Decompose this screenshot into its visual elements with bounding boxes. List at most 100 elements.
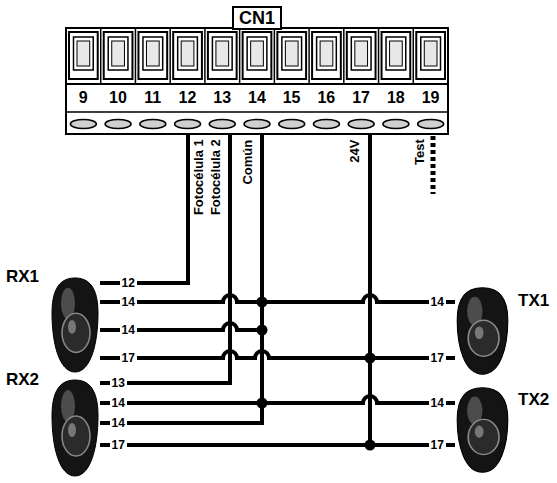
wire (100, 134, 188, 283)
test-dotted-line (431, 136, 436, 194)
wire-bundle (262, 134, 455, 445)
wire (100, 134, 262, 423)
wire-entry-hole (418, 120, 444, 129)
clamp-screw (285, 41, 298, 66)
wire-number: 17 (120, 352, 137, 365)
wire-bundle (100, 134, 370, 445)
wire-entry-hole (175, 120, 201, 129)
wire (370, 134, 455, 445)
device-name: RX2 (6, 371, 39, 390)
lens-highlight (68, 320, 76, 334)
clamp-frame (138, 32, 167, 79)
wire-entry-hole (244, 120, 270, 129)
photocell-body (455, 386, 510, 474)
clamp-opening (74, 37, 94, 70)
wire-entry-hole (383, 120, 409, 129)
wire (370, 134, 455, 358)
wire-entry-hole (105, 120, 131, 129)
clamp-frame (277, 32, 306, 79)
wire (100, 134, 370, 445)
clamp-opening (143, 37, 163, 70)
wire-number: 14 (429, 397, 446, 410)
photocell-shell (457, 388, 508, 472)
terminal-number: 10 (109, 89, 127, 107)
clamp-frame (382, 32, 411, 79)
terminal-number: 19 (422, 89, 440, 107)
wire-number: 14 (120, 296, 137, 309)
terminal-divider (169, 28, 171, 84)
clamp-frame (312, 32, 341, 79)
wire-entry-hole (313, 120, 339, 129)
terminal-number: 13 (213, 89, 231, 107)
clamp-opening (282, 37, 302, 70)
lens-highlight (68, 423, 76, 437)
terminal-number: 14 (248, 89, 266, 107)
photocell-lens (62, 416, 90, 456)
terminal-number: 9 (79, 89, 88, 107)
clamp-screw (320, 41, 333, 66)
clamp-opening (108, 37, 128, 70)
photocell: TX1 (455, 286, 510, 376)
terminal-divider (204, 28, 206, 84)
photocell-body (50, 378, 100, 478)
clamp-frame (347, 32, 376, 79)
wire (100, 134, 230, 383)
photocell-lens (468, 320, 499, 356)
photocell-body (50, 276, 100, 374)
terminal-divider (274, 28, 276, 84)
clamp-screw (181, 41, 194, 66)
terminal-divider (239, 28, 241, 84)
photocell-shell (457, 288, 508, 374)
photocell-shell (52, 278, 98, 372)
photocell-body (455, 286, 510, 376)
photocell: RX1 (50, 276, 100, 374)
wire (100, 134, 262, 403)
wire-number: 17 (429, 439, 446, 452)
photocell-shell (52, 380, 98, 476)
terminal-number: 12 (179, 89, 197, 107)
clamp-frame (69, 32, 98, 79)
terminal-block-body (66, 28, 448, 134)
signal-name: Fotocélula 1 (192, 139, 206, 215)
clamp-screw (424, 41, 437, 66)
signal-name: Común (241, 139, 255, 184)
clamp-screw (77, 41, 90, 66)
wire-number: 17 (110, 439, 127, 452)
terminal-clamps (69, 28, 445, 129)
clamp-opening (386, 37, 406, 70)
lens-highlight (475, 426, 484, 438)
junction-dot (365, 353, 376, 364)
wire-number: 17 (429, 352, 446, 365)
photocell: RX2 (50, 378, 100, 478)
wire-entry-hole (209, 120, 235, 129)
clamp-opening (351, 37, 371, 70)
clamp-screw (251, 41, 264, 66)
clamp-frame (416, 32, 445, 79)
clamp-frame (104, 32, 133, 79)
terminal-number: 16 (317, 89, 335, 107)
clamp-screw (146, 41, 159, 66)
photocell-lens (62, 313, 90, 352)
terminal-divider (413, 28, 415, 84)
clamp-opening (247, 37, 267, 70)
terminal-number: 18 (387, 89, 405, 107)
connector-name: CN1 (232, 6, 282, 30)
wire (262, 134, 455, 403)
terminal-number: 17 (352, 89, 370, 107)
terminal-divider (308, 28, 310, 84)
device-name: TX1 (518, 292, 549, 311)
device-name: RX1 (6, 268, 39, 287)
clamp-frame (208, 32, 237, 79)
clamp-opening (421, 37, 441, 70)
clamp-frame (173, 32, 202, 79)
wire-entry-hole (348, 120, 374, 129)
junction-dot (257, 297, 268, 308)
photocell: TX2 (455, 386, 510, 474)
clamp-screw (390, 41, 403, 66)
wire-number: 14 (120, 324, 137, 337)
wire-number: 13 (110, 377, 127, 390)
photocell-lens (468, 419, 499, 454)
wire-number: 14 (110, 397, 127, 410)
clamp-opening (317, 37, 337, 70)
wire (262, 134, 455, 302)
